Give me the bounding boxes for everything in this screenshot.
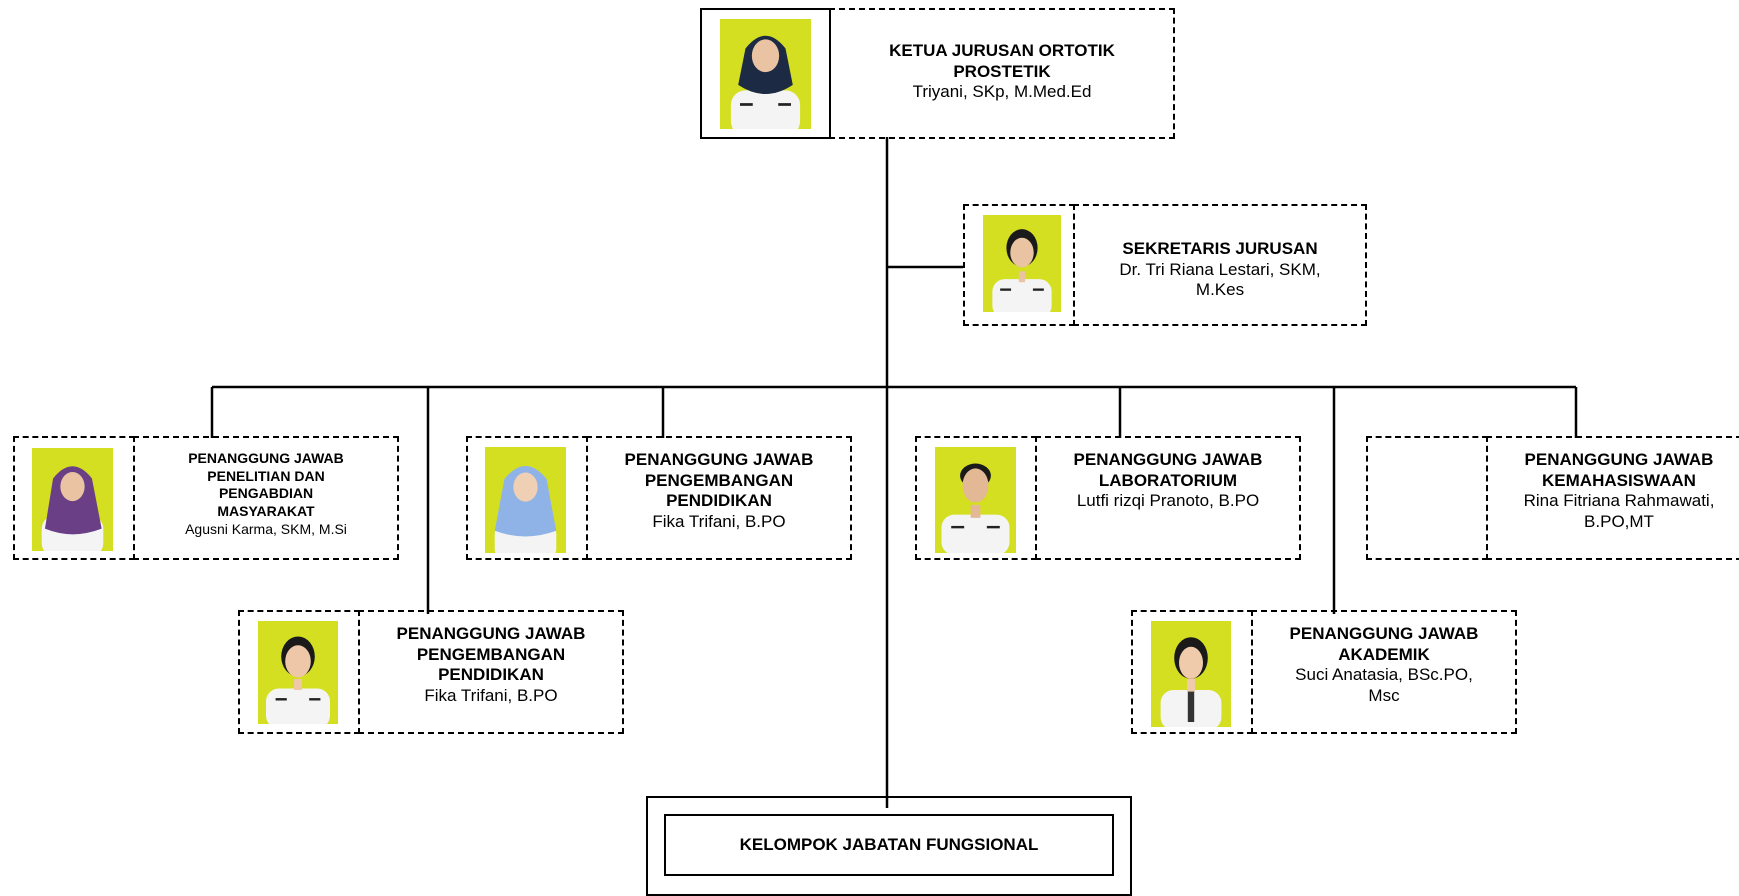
sekretaris-name-line-2: M.Kes	[1195, 280, 1245, 300]
kemahasiswaan-name-line-2: B.PO,MT	[1584, 512, 1654, 532]
penelitian-title-line-4: MASYARAKAT	[217, 502, 315, 519]
person-hijab-icon	[41, 466, 104, 551]
penelitian-name: Agusni Karma, SKM, M.Si	[185, 521, 347, 537]
penelitian-title-line-2: PENELITIAN DAN	[207, 467, 325, 484]
kemahasiswaan-title-line-2: KEMAHASISWAAN	[1542, 470, 1696, 490]
sekretaris-text-cell: SEKRETARIS JURUSAN Dr. Tri Riana Lestari…	[1073, 204, 1367, 326]
ketua-photo	[720, 19, 811, 129]
person-icon	[992, 229, 1052, 312]
akademik-title: PENANGGUNG JAWAB	[1289, 624, 1479, 643]
pendidikan2-title-line-2: PENGEMBANGAN	[416, 644, 566, 664]
penelitian-photo	[32, 448, 113, 551]
pendidikan1-text-cell: PENANGGUNG JAWAB PENGEMBANGAN PENDIDIKAN…	[586, 436, 852, 560]
laboratorium-name: Lutfi rizqi Pranoto, B.PO	[1076, 491, 1260, 511]
pendidikan1-title-line-3: PENDIDIKAN	[666, 491, 772, 511]
pendidikan2-photo	[258, 621, 338, 724]
fungsional-title: KELOMPOK JABATAN FUNGSIONAL	[664, 814, 1114, 876]
kemahasiswaan-name: Rina Fitriana Rahmawati,	[1523, 491, 1715, 511]
pendidikan2-name: Fika Trifani, B.PO	[424, 686, 558, 706]
laboratorium-title-line-2: LABORATORIUM	[1098, 470, 1238, 490]
kemahasiswaan-title: PENANGGUNG JAWAB	[1524, 450, 1714, 469]
pendidikan2-title: PENANGGUNG JAWAB	[396, 624, 586, 643]
ketua-name: Triyani, SKp, M.Med.Ed	[912, 82, 1092, 102]
akademik-box: PENANGGUNG JAWAB AKADEMIK Suci Anatasia,…	[1131, 610, 1517, 734]
laboratorium-title: PENANGGUNG JAWAB	[1073, 450, 1263, 469]
ketua-text-cell: KETUA JURUSAN ORTOTIK PROSTETIK Triyani,…	[829, 8, 1175, 139]
penelitian-text-cell: PENANGGUNG JAWAB PENELITIAN DAN PENGABDI…	[133, 436, 399, 560]
person-hijab-icon	[494, 465, 557, 553]
kelompok-jabatan-fungsional-box: KELOMPOK JABATAN FUNGSIONAL	[646, 796, 1132, 896]
pengembangan-pendidikan-box-2: PENANGGUNG JAWAB PENGEMBANGAN PENDIDIKAN…	[238, 610, 624, 734]
pendidikan2-text-cell: PENANGGUNG JAWAB PENGEMBANGAN PENDIDIKAN…	[358, 610, 624, 734]
laboratorium-photo	[935, 447, 1016, 553]
akademik-name-line-2: Msc	[1368, 686, 1400, 706]
pendidikan1-photo	[485, 447, 566, 553]
akademik-title-line-2: AKADEMIK	[1338, 644, 1430, 664]
pendidikan1-name: Fika Trifani, B.PO	[652, 512, 786, 532]
laboratorium-box: PENANGGUNG JAWAB LABORATORIUM Lutfi rizq…	[915, 436, 1301, 560]
sekretaris-name: Dr. Tri Riana Lestari, SKM,	[1119, 259, 1321, 279]
penelitian-box: PENANGGUNG JAWAB PENELITIAN DAN PENGABDI…	[13, 436, 399, 560]
sekretaris-title: SEKRETARIS JURUSAN	[1122, 239, 1318, 258]
akademik-name: Suci Anatasia, BSc.PO,	[1295, 665, 1473, 685]
person-icon	[266, 636, 330, 724]
ketua-title: KETUA JURUSAN ORTOTIK	[889, 41, 1115, 60]
kemahasiswaan-text-cell: PENANGGUNG JAWAB KEMAHASISWAAN Rina Fitr…	[1486, 436, 1739, 560]
pengembangan-pendidikan-box-1: PENANGGUNG JAWAB PENGEMBANGAN PENDIDIKAN…	[466, 436, 852, 560]
pendidikan1-title: PENANGGUNG JAWAB	[624, 450, 814, 469]
kemahasiswaan-box: PENANGGUNG JAWAB KEMAHASISWAAN Rina Fitr…	[1366, 436, 1739, 560]
akademik-text-cell: PENANGGUNG JAWAB AKADEMIK Suci Anatasia,…	[1251, 610, 1517, 734]
laboratorium-text-cell: PENANGGUNG JAWAB LABORATORIUM Lutfi rizq…	[1035, 436, 1301, 560]
sekretaris-photo	[983, 215, 1061, 312]
akademik-photo	[1151, 621, 1231, 727]
sekretaris-jurusan-box: SEKRETARIS JURUSAN Dr. Tri Riana Lestari…	[963, 204, 1367, 326]
kemahasiswaan-photo-cell	[1366, 436, 1488, 560]
ketua-title-line-2: PROSTETIK	[953, 61, 1051, 81]
penelitian-title: PENANGGUNG JAWAB	[188, 450, 344, 466]
person-hijab-icon	[730, 35, 801, 129]
pendidikan1-title-line-2: PENGEMBANGAN	[644, 470, 794, 490]
pendidikan2-title-line-3: PENDIDIKAN	[438, 665, 544, 685]
person-icon	[1160, 637, 1222, 727]
ketua-jurusan-box: KETUA JURUSAN ORTOTIK PROSTETIK Triyani,…	[700, 8, 1175, 139]
penelitian-title-line-3: PENGABDIAN	[218, 485, 314, 501]
person-icon	[941, 463, 1010, 553]
